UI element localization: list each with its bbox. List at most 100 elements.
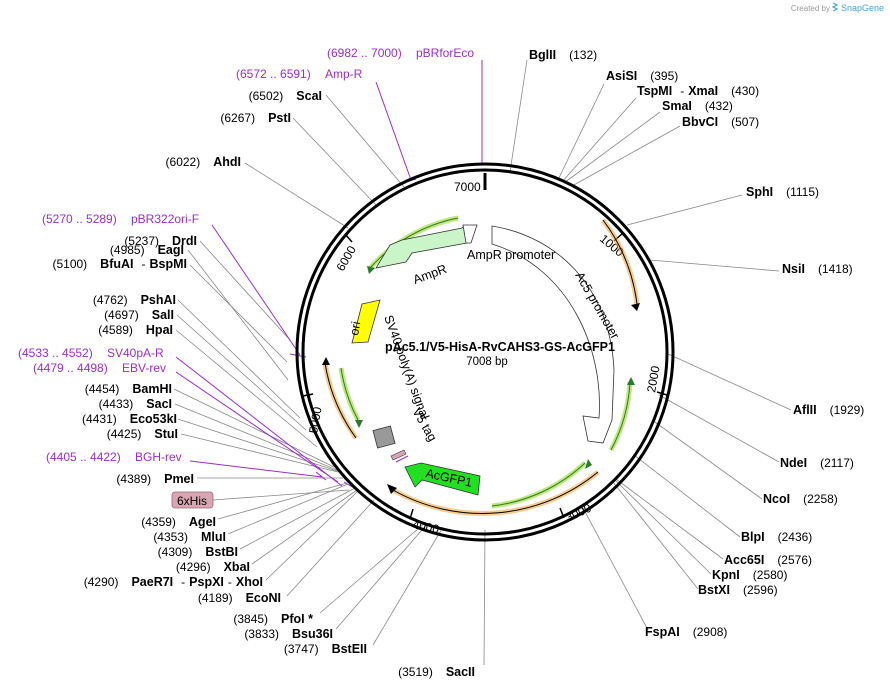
tick-5000 [302, 393, 314, 397]
green-band-2000 [608, 381, 633, 452]
site-labels-left: (3519)SacII (3747)BstEII (3833)Bsu36I (3… [52, 89, 475, 679]
backbone-inner [301, 168, 669, 536]
snapgene-logo: SnapGene [831, 2, 884, 13]
v5-tag-box [372, 425, 396, 449]
leader-bghrev [189, 460, 323, 478]
site-bbvci: BbvCI(507) [682, 115, 759, 129]
site-sali: (4697)SalI [104, 308, 174, 322]
primer-mark-ebvrev [331, 477, 339, 483]
leader-saci [174, 403, 338, 471]
site-nsii: NsiI(1418) [782, 262, 853, 276]
leader-pshai [177, 299, 301, 419]
primer-range-bghrev: (4405 .. 4422) [46, 450, 121, 464]
leader-sacii [483, 529, 486, 666]
backbone-outer [295, 162, 675, 542]
leader-stui [180, 433, 339, 473]
tick-label-4000: 4000 [411, 517, 440, 536]
leader-aflii [665, 352, 792, 411]
arrowhead-green-5000 [355, 420, 363, 428]
credit-text: Created by [791, 4, 830, 13]
leader-ncoi [651, 419, 763, 500]
site-acc65i: Acc65I(2576) [724, 553, 812, 567]
site-fspai: FspAI(2908) [645, 625, 727, 639]
leader-pbr322ori [211, 224, 301, 356]
label-ampr-promoter: AmpR promoter [467, 248, 555, 262]
tick-label-3000: 3000 [563, 501, 593, 525]
leader-ampr-primer [375, 81, 412, 181]
leader-ndei [658, 394, 780, 463]
leader-bsu36i [335, 522, 429, 630]
leader-eagi [187, 249, 289, 381]
tick-label-7000: 7000 [454, 180, 481, 194]
site-bamhi: (4454)BamHI [85, 382, 172, 396]
leader-xbai [251, 489, 358, 565]
leader-bstbi [239, 487, 356, 550]
tick-label-2000: 2000 [644, 364, 662, 393]
tick-6000 [344, 233, 353, 243]
primer-range-ebvrev: (4479 .. 4498) [33, 361, 108, 375]
site-tspmi-xmai: TspMI-XmaI(430) [637, 84, 759, 98]
primer-range-pbrforeco: (6982 .. 7000) [327, 46, 402, 60]
site-xbai: (4296)XbaI [176, 560, 250, 574]
site-drdi: (5237)DrdI [124, 234, 197, 248]
leader-tspmi [561, 97, 637, 183]
leader-ebvrev [175, 371, 336, 481]
arrowhead-2000 [627, 377, 635, 385]
site-paer7i-pspxi-xhoi: (4290)PaeR7I-PspXI-XhoI [84, 575, 263, 589]
leader-blpi [633, 454, 741, 538]
arrowhead-green-6000 [367, 266, 375, 274]
leader-scai [325, 94, 405, 188]
site-blpi: BlpI(2436) [741, 530, 812, 544]
orange-line-3000 [392, 471, 599, 514]
leader-kpni [614, 479, 712, 575]
site-bsteii: (3747)BstEII [284, 642, 367, 656]
leader-sphi [626, 194, 743, 226]
primer-name-pbr322ori: pBR322ori-F [131, 212, 199, 226]
green-band-3000 [491, 461, 587, 509]
site-hpai: (4589)HpaI [98, 323, 173, 337]
leader-lines [173, 59, 792, 666]
primer-range-ampr: (6572 .. 6591) [236, 67, 311, 81]
site-psti: (6267)PstI [220, 111, 291, 125]
site-bglii: BglII(132) [529, 48, 597, 62]
green-line-2000 [610, 381, 631, 451]
leader-6xhis [212, 489, 350, 501]
leader-nsii [649, 259, 780, 272]
site-smai: SmaI(432) [662, 99, 733, 113]
site-sacii: (3519)SacII [398, 665, 475, 679]
site-pshai: (4762)PshAI [93, 293, 176, 307]
site-eagi: (4985)EagI [110, 243, 184, 257]
primer-name-sv40par: SV40pA-R [107, 346, 164, 360]
leader-bstxi [612, 481, 699, 590]
site-labels-right: BglII(132) AsiSI(395) TspMI-XmaI(430) Sm… [529, 48, 864, 639]
arrowhead-1000 [631, 303, 640, 311]
leader-mlui [227, 483, 349, 535]
leader-bbvci [571, 125, 681, 187]
label-v5: V5 tag [409, 406, 439, 444]
site-ndei: NdeI(2117) [780, 456, 854, 470]
site-pfoi: (3845)PfoI * [233, 612, 313, 626]
site-bstxi: BstXI(2596) [698, 583, 778, 597]
primer-mark-bghrev [315, 471, 327, 481]
site-saci: (4433)SacI [99, 397, 172, 411]
credit-brand: SnapGene [841, 3, 884, 13]
orange-line-5000 [324, 362, 357, 439]
label-ampr: AmpR [411, 262, 448, 287]
primer-name-ebvrev: EBV-rev [122, 361, 166, 375]
leader-drdi [199, 240, 291, 341]
primer-name-ampr: Amp-R [325, 67, 363, 81]
tick-2000 [656, 391, 668, 396]
leader-hpai [175, 329, 318, 448]
primer-range-pbr322ori: (5270 .. 5289) [42, 212, 117, 226]
primer-name-pbrforeco: pBRforEco [416, 46, 474, 60]
leader-bfuai [189, 264, 288, 363]
green-line-6000 [369, 217, 459, 269]
primer-labels: (6982 .. 7000) pBRforEco (6572 .. 6591) … [18, 46, 474, 464]
leader-agei [217, 482, 348, 520]
site-pmei: (4389)PmeI [116, 472, 194, 486]
feature-arcs [322, 215, 640, 516]
site-sphi: SphI(1115) [746, 185, 819, 199]
leader-bsteii [372, 526, 444, 646]
leader-ahdi [244, 162, 349, 229]
site-ahdi: (6022)AhdI [166, 155, 241, 169]
